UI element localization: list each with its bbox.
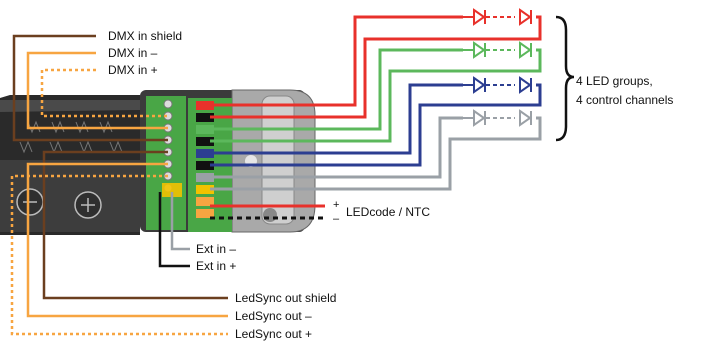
led-wires: [210, 15, 542, 220]
ext-wires: [158, 192, 190, 268]
label-ledcode: LEDcode / NTC: [346, 205, 430, 219]
label-control-channels: 4 control channels: [576, 93, 673, 107]
curly-brace-icon: [555, 15, 575, 142]
label-ext-minus: Ext in –: [196, 242, 236, 256]
led-diode-icon: [463, 8, 532, 127]
label-ledcode-minus: –: [333, 213, 340, 225]
ledsync-wires: [10, 150, 228, 336]
driver-housing: [0, 89, 316, 235]
minus-screw-icon: [16, 188, 44, 216]
label-ledsync-minus: LedSync out –: [235, 309, 312, 323]
label-ledcode-plus: +: [333, 199, 339, 211]
dmx-wires: [12, 34, 168, 142]
label-led-groups: 4 LED groups,: [576, 74, 653, 88]
label-ledsync-shield: LedSync out shield: [235, 291, 336, 305]
label-dmx-shield: DMX in shield: [108, 29, 182, 43]
label-ext-plus: Ext in +: [196, 259, 236, 273]
plus-screw-icon: [74, 191, 102, 219]
label-ledsync-plus: LedSync out +: [235, 327, 312, 341]
label-dmx-minus: DMX in –: [108, 46, 158, 60]
label-dmx-plus: DMX in +: [108, 63, 158, 77]
